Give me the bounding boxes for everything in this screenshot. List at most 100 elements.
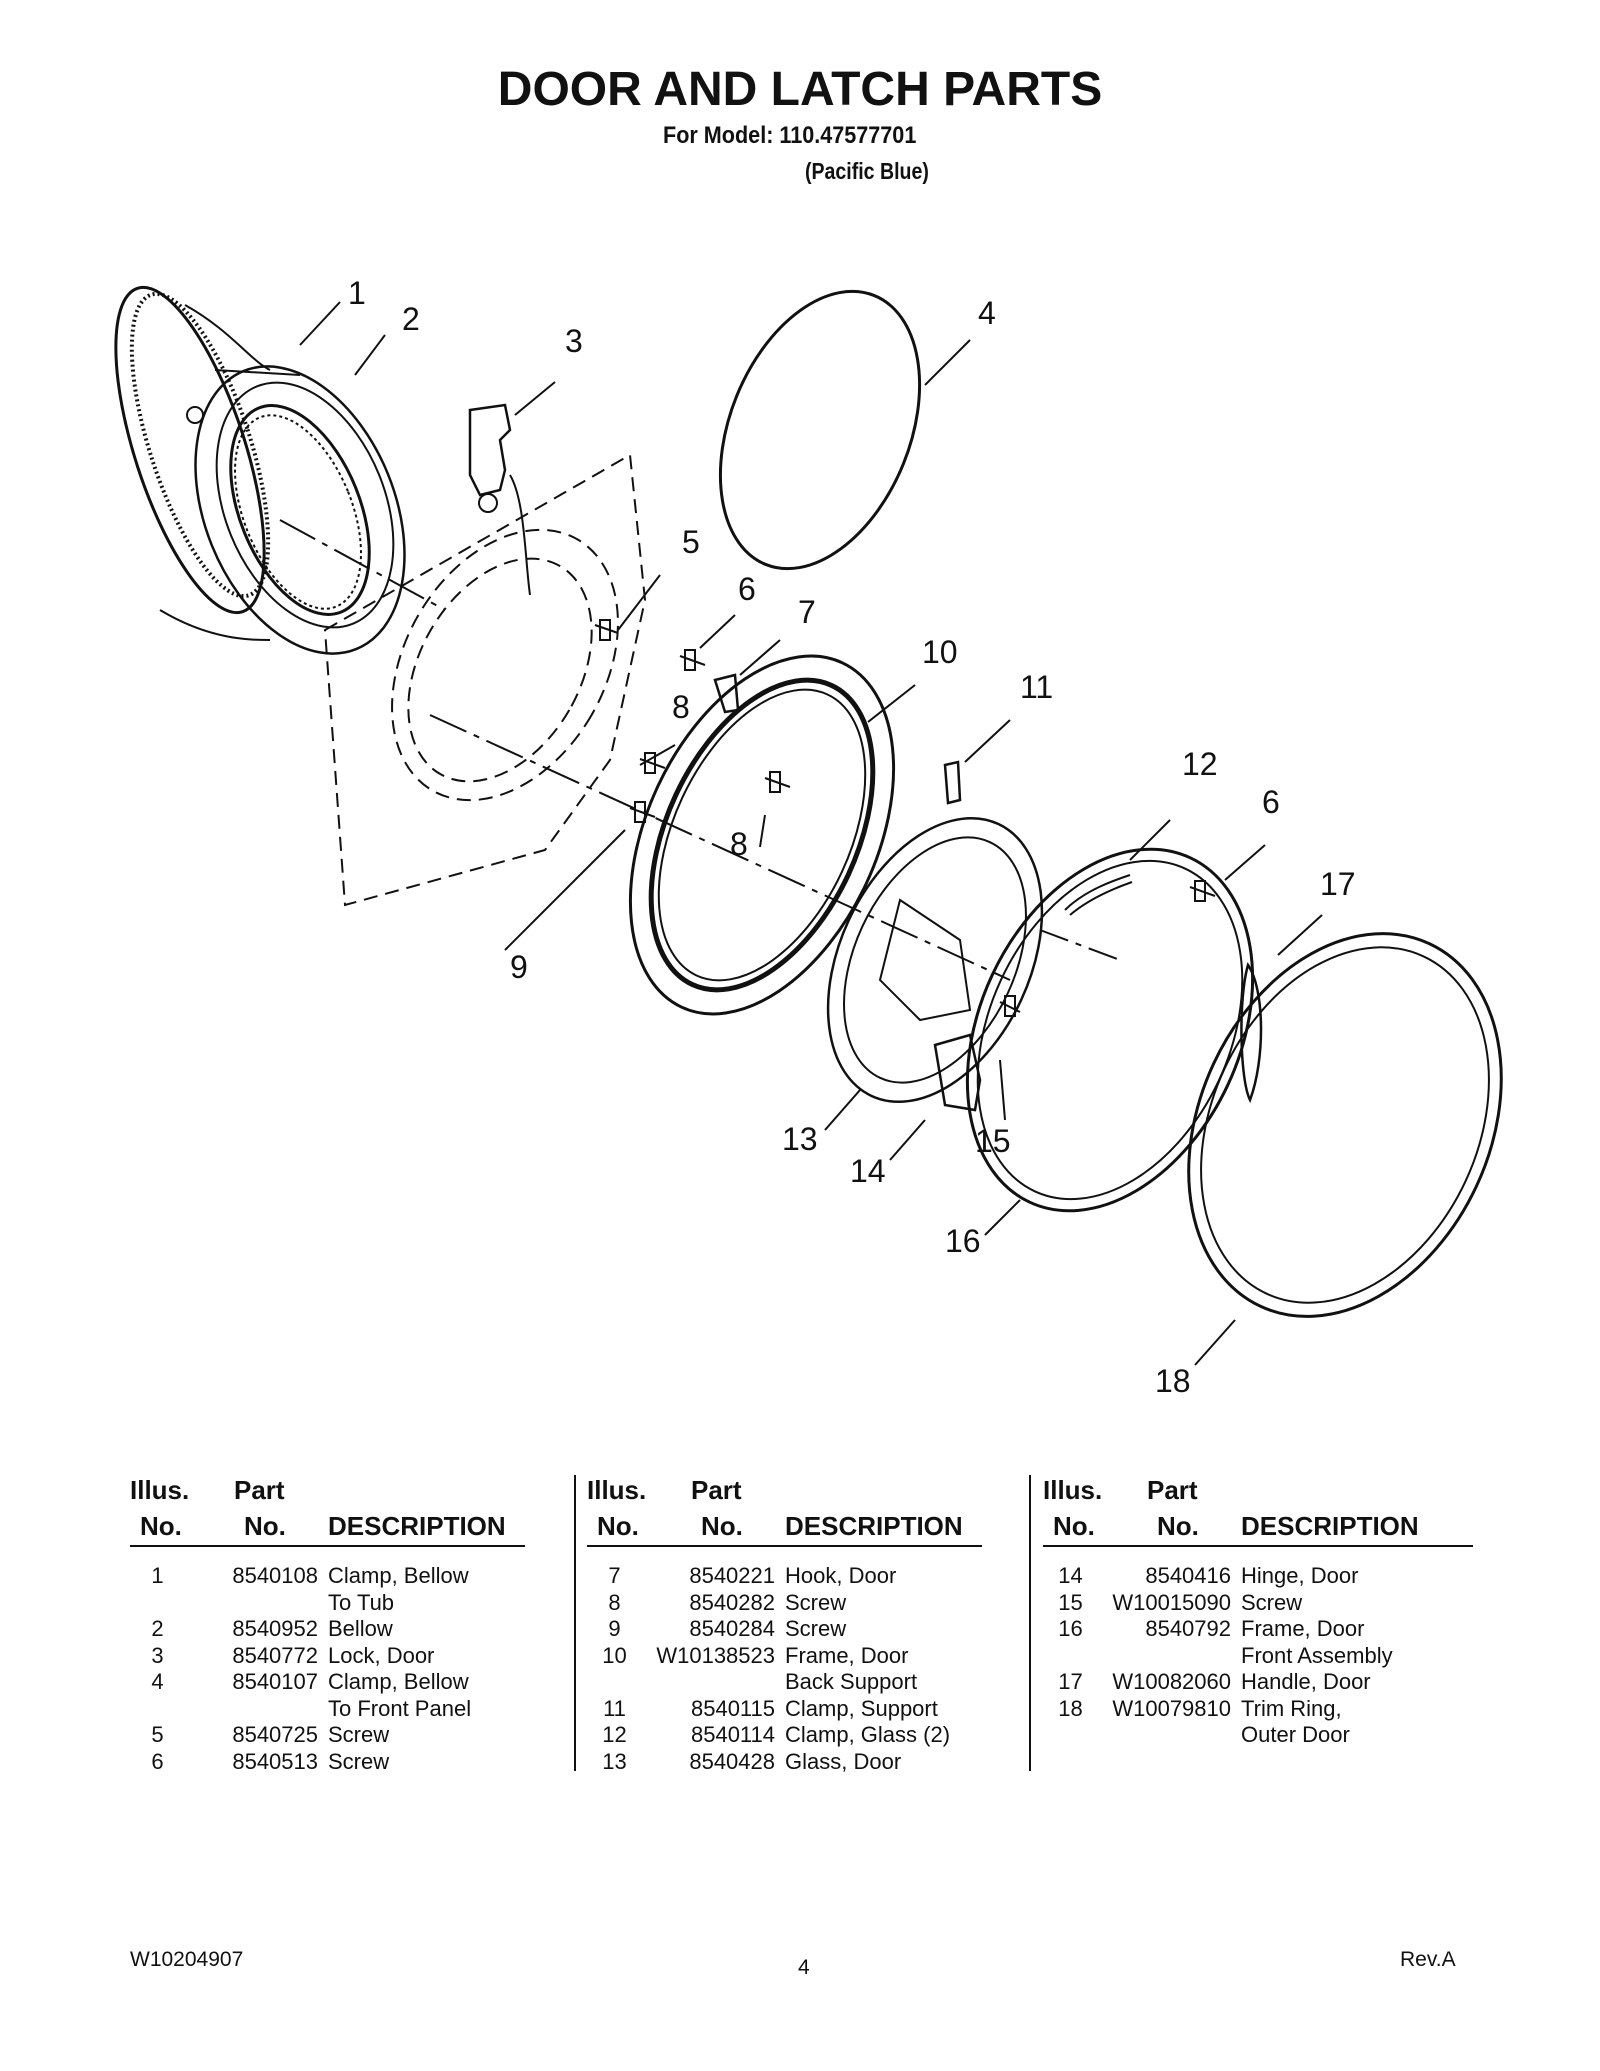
description-cell: Screw: [1241, 1589, 1303, 1615]
description-cell: Glass, Door: [785, 1748, 902, 1774]
part-no-cell: 8540115: [690, 1695, 775, 1721]
description-cell: Handle, Door: [1241, 1669, 1371, 1694]
description-cell: Bellow: [328, 1616, 393, 1641]
header-illus: Illus.: [130, 1475, 190, 1505]
callout-18: 18: [1155, 1363, 1191, 1399]
header-illus-no: No.: [597, 1511, 639, 1541]
callout-8-lower: 8: [730, 826, 748, 862]
description-cell: Clamp, Bellow: [328, 1563, 469, 1588]
header-illus: Illus.: [1043, 1475, 1103, 1505]
door-handle-part: [1240, 962, 1263, 1104]
part-no-cell: 8540513: [232, 1748, 318, 1774]
illus-no-cell: 5: [151, 1722, 164, 1747]
table-row: 9 8540284 Screw: [587, 1616, 982, 1643]
illus-no-cell: 14: [1058, 1563, 1083, 1588]
description-cell: Frame, Door: [785, 1642, 909, 1668]
part-no-cell: 8540952: [232, 1616, 318, 1641]
illus-no-cell: 8: [608, 1589, 621, 1615]
front-panel-outline: [323, 453, 647, 907]
column-divider: [1029, 1475, 1031, 1771]
callout-9: 9: [510, 949, 528, 985]
description-cell: Hinge, Door: [1241, 1563, 1359, 1588]
description-cell: To Tub: [328, 1589, 395, 1615]
illus-no-cell: 17: [1058, 1669, 1083, 1694]
header-description: DESCRIPTION: [1241, 1511, 1419, 1541]
glass-clamp-part: [1064, 874, 1133, 916]
table-row: 4 8540107 Clamp, Bellow: [130, 1669, 525, 1696]
callout-3: 3: [565, 323, 583, 359]
callout-14: 14: [850, 1153, 886, 1189]
table-row: To Tub: [130, 1590, 525, 1617]
illus-no-cell: 15: [1058, 1589, 1083, 1615]
table-row: Back Support: [587, 1669, 982, 1696]
door-hinge-part: [933, 1033, 982, 1112]
description-cell: Clamp, Bellow: [328, 1669, 469, 1694]
callout-7: 7: [798, 594, 816, 630]
description-cell: Clamp, Glass (2): [785, 1722, 951, 1747]
part-no-cell: 8540221: [689, 1563, 775, 1588]
table-row: Outer Door: [1043, 1722, 1473, 1749]
illus-no-cell: 9: [608, 1616, 621, 1641]
bellow-clamp-ring: [718, 289, 922, 571]
trim-ring: [1187, 932, 1503, 1318]
part-no-cell: 8540284: [689, 1616, 775, 1641]
header-illus-no: No.: [1053, 1511, 1095, 1541]
door-lock-part: [468, 403, 531, 596]
illus-no-cell: 2: [151, 1616, 164, 1641]
part-no-cell: 8540772: [232, 1642, 318, 1668]
support-clamp-part: [943, 760, 962, 805]
table-row: To Front Panel: [130, 1696, 525, 1723]
table-row: 2 8540952 Bellow: [130, 1616, 525, 1643]
description-cell: Screw: [785, 1589, 847, 1615]
callout-17: 17: [1320, 866, 1356, 902]
illus-no-cell: 4: [151, 1669, 164, 1694]
table-header: Illus. No. Part No. DESCRIPTION: [587, 1475, 982, 1547]
description-cell: Front Assembly: [1241, 1642, 1393, 1668]
table-row: 1 8540108 Clamp, Bellow: [130, 1563, 525, 1590]
part-no-cell: 8540282: [689, 1589, 775, 1615]
parts-table-column-1: Illus. No. Part No. DESCRIPTION 1 8540108…: [130, 1475, 525, 1775]
table-row: 3 8540772 Lock, Door: [130, 1643, 525, 1670]
callout-10: 10: [922, 634, 958, 670]
callout-15: 15: [975, 1123, 1011, 1159]
description-cell: Screw: [328, 1722, 390, 1747]
header-illus-no: No.: [140, 1511, 182, 1541]
doc-number: W10204907: [130, 1948, 244, 1971]
description-cell: Screw: [785, 1616, 847, 1641]
part-no-cell: 8540107: [232, 1669, 318, 1694]
header-part-no: No.: [1157, 1511, 1199, 1541]
part-no-cell: W10082060: [1112, 1669, 1231, 1694]
callout-12: 12: [1182, 746, 1218, 782]
header-description: DESCRIPTION: [785, 1511, 963, 1541]
table-header: Illus. No. Part No. DESCRIPTION: [130, 1475, 525, 1547]
part-no-cell: 8540108: [232, 1563, 318, 1588]
illus-no-cell: 10: [602, 1642, 627, 1668]
screws: [594, 619, 1216, 1017]
callout-1: 1: [348, 275, 366, 311]
page-number: 4: [798, 1956, 810, 1979]
header-illus: Illus.: [587, 1475, 647, 1505]
illus-no-cell: 1: [151, 1563, 164, 1588]
illus-no-cell: 6: [151, 1748, 164, 1774]
illus-no-cell: 3: [151, 1642, 164, 1668]
callout-6: 6: [738, 571, 756, 607]
description-cell: Outer Door: [1241, 1722, 1350, 1747]
header-part: Part: [691, 1475, 742, 1505]
callout-5: 5: [682, 524, 700, 560]
description-cell: To Front Panel: [328, 1695, 472, 1721]
description-cell: Back Support: [785, 1669, 918, 1694]
description-cell: Lock, Door: [328, 1642, 435, 1668]
header-part-no: No.: [244, 1511, 286, 1541]
model-label: For Model: 110.47577701: [663, 122, 917, 149]
callout-11: 11: [1020, 669, 1053, 705]
color-label: (Pacific Blue): [805, 158, 929, 184]
callout-labels: 1 2 3 4 5 6 7 10 11 8 12 6 17 8 9 13 14 …: [348, 275, 1356, 1399]
illus-no-cell: 12: [602, 1722, 627, 1747]
